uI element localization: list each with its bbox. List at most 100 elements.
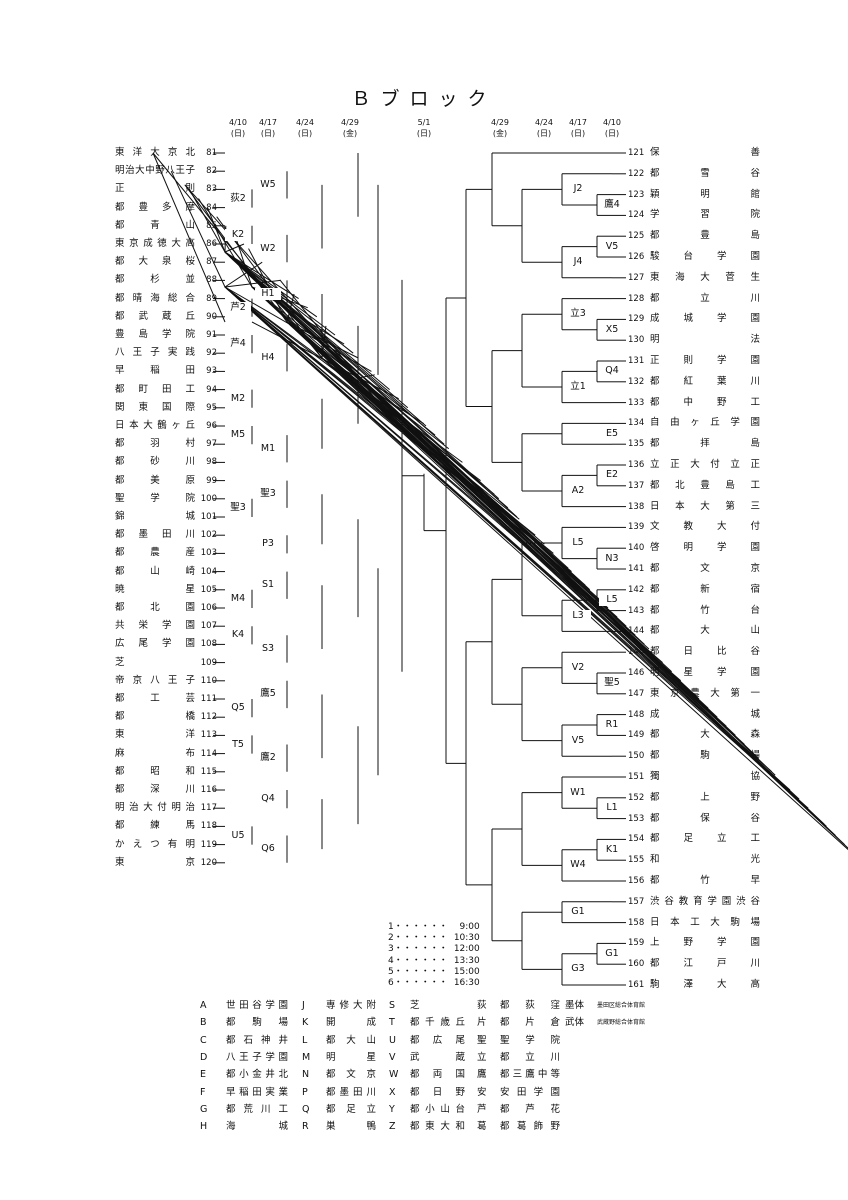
legend-key: V — [389, 1051, 396, 1063]
team-name: 都羽村 — [115, 438, 195, 450]
team-name: 都大泉桜 — [115, 256, 195, 268]
date-text: 4/10 — [603, 118, 621, 127]
team-name: 都中野工 — [650, 396, 760, 408]
team-name: 都町田工 — [115, 383, 195, 395]
team-number: 88 — [206, 275, 217, 286]
team-number: 144 — [628, 626, 645, 637]
team-number: 151 — [628, 772, 645, 782]
match-label: P3 — [255, 538, 281, 551]
weekday-text: (日) — [230, 129, 246, 138]
match-label: A2 — [565, 485, 591, 497]
slot-time: 12:00 — [453, 944, 480, 955]
legend-value: 都立川 — [500, 1051, 560, 1063]
team-name: 都青山 — [115, 219, 195, 231]
legend-key: N — [302, 1069, 310, 1081]
team-name: 暁星 — [115, 583, 195, 595]
team-number: 129 — [628, 314, 645, 325]
match-label: 芦2 — [225, 301, 251, 314]
team-number: 95 — [206, 402, 217, 413]
team-number: 147 — [628, 688, 645, 699]
time-slot: 5・・・・・・15:00 — [388, 966, 480, 978]
weekday-text: (日) — [604, 129, 620, 138]
date-text: 4/29 — [341, 118, 359, 127]
team-name: 都新宿 — [650, 583, 760, 595]
team-name: 都工芸 — [115, 693, 195, 704]
team-name: 和光 — [650, 854, 760, 866]
legend-key: S — [389, 1000, 396, 1011]
team-number: 141 — [628, 564, 645, 574]
legend-key: F — [200, 1086, 206, 1098]
team-number: 117 — [200, 803, 217, 814]
match-label: L5 — [565, 537, 591, 549]
time-slot: 6・・・・・・16:30 — [388, 977, 480, 989]
team-name: 渋谷教育学園渋谷 — [650, 895, 760, 907]
team-number: 89 — [206, 293, 217, 304]
slot-number: 6 — [388, 978, 394, 988]
legend-value: 専修大附 — [326, 1000, 376, 1011]
bracket-line — [279, 279, 379, 403]
slot-time: 10:30 — [453, 933, 480, 944]
bracket-line — [286, 321, 848, 849]
match-label: M5 — [225, 429, 251, 442]
legend-value: 都三鷹中等 — [500, 1069, 560, 1081]
match-label: K1 — [599, 843, 625, 856]
team-number: 158 — [628, 917, 645, 928]
team-number: 150 — [628, 751, 645, 762]
legend-key: H — [200, 1121, 208, 1133]
team-number: 118 — [200, 821, 217, 832]
team-number: 132 — [628, 376, 645, 387]
match-label: 荻2 — [225, 192, 251, 205]
bracket-line — [224, 251, 299, 300]
legend-value: 都文京 — [326, 1069, 376, 1081]
legend-key: R — [302, 1121, 309, 1133]
legend-value: 明星 — [326, 1051, 376, 1063]
match-label: L5 — [599, 594, 625, 607]
legend-key: E — [200, 1069, 207, 1081]
team-number: 113 — [200, 730, 217, 741]
date-header-cell: 4/29(金) — [480, 117, 520, 139]
match-label: Q5 — [225, 702, 251, 715]
team-name: 東京 — [115, 856, 195, 868]
legend-key: Q — [302, 1103, 310, 1115]
bracket-line — [224, 286, 809, 809]
match-label: Q4 — [599, 365, 625, 378]
match-label: M2 — [225, 392, 251, 405]
team-name: 都武蔵丘 — [115, 310, 195, 322]
team-name: 都砂川 — [115, 456, 195, 468]
weekday-text: (金) — [342, 129, 358, 138]
date-header-cell: 4/17(日) — [558, 117, 598, 139]
team-number: 107 — [200, 621, 217, 632]
team-name: 自由ヶ丘学園 — [650, 417, 760, 429]
time-slot: 2・・・・・・10:30 — [388, 932, 480, 944]
team-number: 140 — [628, 543, 645, 554]
team-number: 116 — [200, 785, 217, 795]
weekday-text: (日) — [570, 129, 586, 138]
team-name: 学習院 — [650, 209, 760, 221]
team-name: 早稲田 — [115, 365, 195, 377]
team-name: 都竹台 — [650, 604, 760, 616]
team-number: 102 — [200, 530, 217, 541]
match-label: L1 — [599, 802, 625, 815]
slot-number: 2 — [388, 933, 394, 944]
team-name: 都保谷 — [650, 812, 760, 824]
legend-value: 都駒場 — [226, 1017, 288, 1029]
bracket-line — [357, 377, 569, 569]
legend-value: 武蔵 — [410, 1051, 465, 1063]
slot-time: 13:30 — [453, 955, 480, 966]
team-number: 85 — [206, 220, 217, 231]
team-number: 108 — [200, 639, 217, 650]
